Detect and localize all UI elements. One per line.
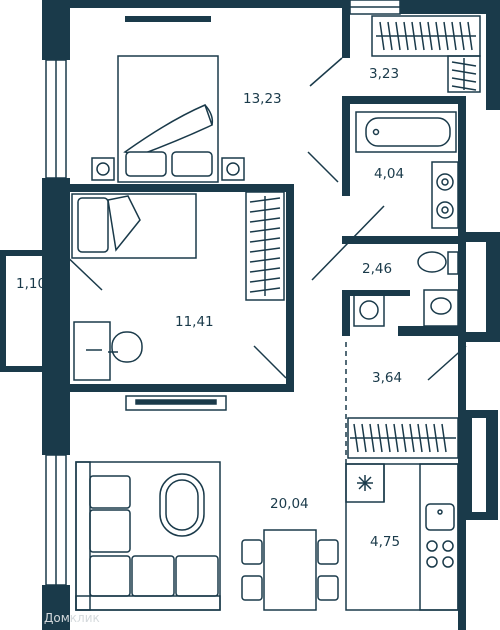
tv-icon — [125, 395, 227, 411]
dining-table-icon — [241, 529, 339, 611]
watermark: Домклик — [44, 611, 100, 625]
area-label-toilet: 2,46 — [362, 261, 392, 277]
desk-icon — [73, 321, 143, 381]
snowflake-icon — [357, 475, 373, 491]
area-label-wardrobe: 3,23 — [369, 66, 399, 82]
sofa-icon — [75, 461, 221, 611]
windows — [45, 0, 401, 586]
area-label-kitchen: 4,75 — [370, 534, 400, 550]
area-label-bedroom-2: 11,41 — [175, 314, 214, 330]
doors — [59, 57, 467, 465]
coffee-table-icon — [159, 473, 205, 537]
bathtub-icon — [355, 111, 457, 153]
area-label-living-room: 20,04 — [270, 496, 309, 512]
double-bed-icon — [91, 16, 245, 183]
area-label-bathroom: 4,04 — [374, 166, 404, 182]
toilet-icon — [353, 251, 459, 327]
sink-icon — [431, 161, 459, 229]
kitchen-icon — [345, 463, 459, 611]
wardrobe-2-icon — [245, 191, 285, 301]
wardrobe-icon — [371, 15, 481, 93]
area-label-balcony: 1,10 — [16, 276, 46, 292]
area-label-bedroom: 13,23 — [243, 91, 282, 107]
area-label-hallway: 3,64 — [372, 370, 402, 386]
single-bed-icon — [71, 193, 197, 259]
hallway-wardrobe-icon — [347, 417, 459, 459]
